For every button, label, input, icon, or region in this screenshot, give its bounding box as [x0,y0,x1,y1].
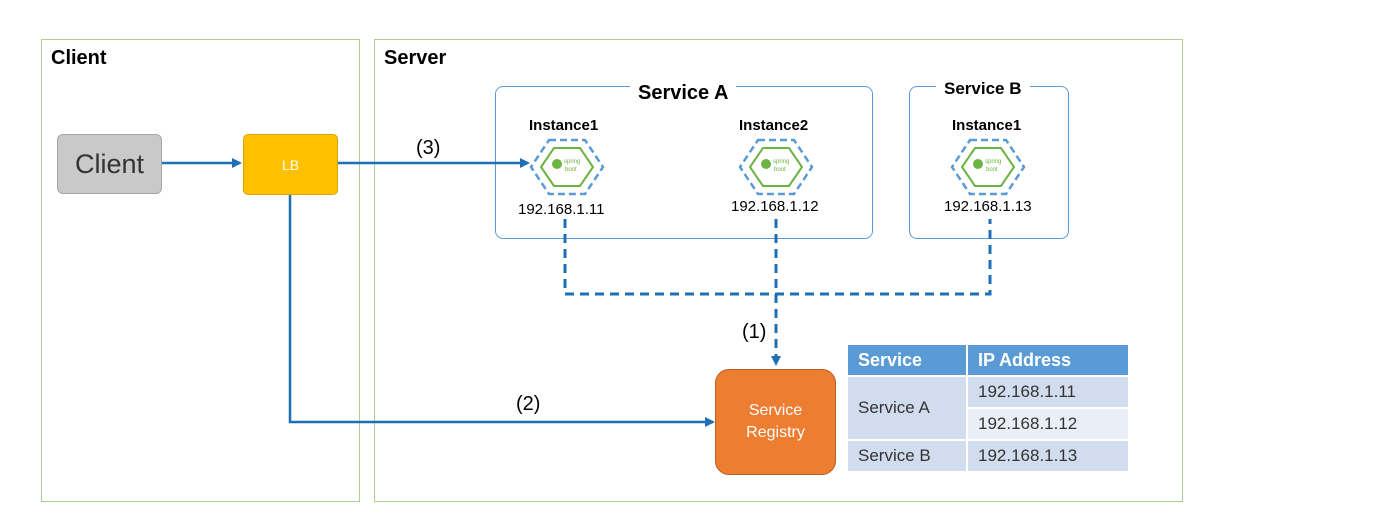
spring-logo-word2: boot [565,167,577,173]
client-panel [41,39,360,502]
header-service: Service [848,345,966,375]
registry-line1: Service [748,402,803,419]
spring-logo-word2: boot [986,167,998,173]
table-row: Service B 192.168.1.13 [848,441,1128,471]
service-b-instance1-ip: 192.168.1.13 [944,198,1032,215]
service-cell: Service A [848,377,966,439]
client-node: Client [57,134,162,194]
ip-cell: 192.168.1.12 [968,409,1128,439]
header-ip-address: IP Address [968,345,1128,375]
spring-logo-word1: spring [773,159,789,165]
spring-boot-icon: spring boot [529,138,605,196]
table-row: Service A 192.168.1.11 [848,377,1128,439]
lb-node: LB [243,134,338,195]
server-panel-title: Server [384,47,447,69]
step-3-label: (3) [416,137,441,159]
service-cell: Service B [848,441,966,471]
step-2-label: (2) [516,393,541,415]
client-panel-title: Client [51,47,107,69]
registry-line2: Registry [746,424,805,441]
service-b-instance1-name: Instance1 [952,117,1022,134]
service-a-instance1-name: Instance1 [529,117,599,134]
table-row: 192.168.1.12 [848,409,1128,439]
spring-logo-word2: boot [774,167,786,173]
ip-cell: 192.168.1.13 [968,441,1128,471]
service-a-instance2-ip: 192.168.1.12 [731,198,819,215]
ip-cell: 192.168.1.11 [968,377,1128,407]
service-b-title: Service B [936,79,1030,99]
service-a-title: Service A [630,82,737,105]
registry-table: Service IP Address Service A 192.168.1.1… [846,343,1130,473]
step-1-label: (1) [742,321,767,343]
spring-logo-word1: spring [985,159,1001,165]
server-panel [374,39,1183,502]
registry-table-header: Service IP Address [848,345,1128,375]
service-registry-node: Service Registry [715,369,836,475]
service-a-instance1-ip: 192.168.1.11 [518,201,605,218]
service-a-instance2-name: Instance2 [739,117,809,134]
spring-boot-icon: spring boot [950,138,1026,196]
spring-boot-icon: spring boot [738,138,814,196]
lb-to-registry-arrow [288,195,715,427]
spring-logo-word1: spring [564,159,580,165]
